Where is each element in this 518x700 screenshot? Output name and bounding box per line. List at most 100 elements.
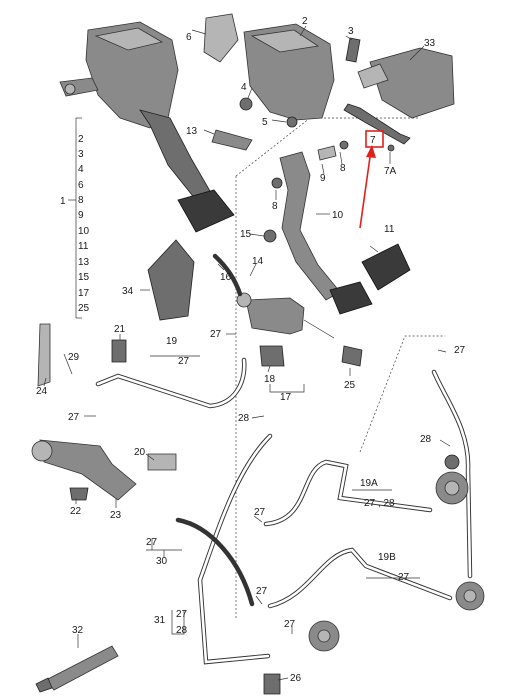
callout-28-right: 28	[420, 434, 432, 445]
list-item-9: 9	[78, 210, 84, 221]
callout-14: 14	[252, 256, 264, 267]
list-item-13: 13	[78, 257, 90, 268]
bush-8b	[271, 177, 283, 189]
callout-6: 6	[186, 32, 192, 43]
pipe-19	[95, 357, 247, 409]
list-item-11: 11	[78, 241, 89, 252]
pedal-bracket-right	[243, 23, 335, 121]
switch-lever-7	[343, 103, 411, 145]
callout-27-30: 27	[146, 537, 158, 548]
clip-26	[263, 673, 281, 695]
pedal-pad-left	[177, 189, 235, 233]
callout-27-mid: 27	[254, 507, 266, 518]
callout-21: 21	[114, 324, 126, 335]
list-item-17: 17	[78, 288, 90, 299]
callout-9: 9	[320, 173, 326, 184]
callout-25: 25	[344, 380, 356, 391]
release-bearing-mid	[455, 581, 485, 611]
callout-4: 4	[241, 82, 247, 93]
list-item-6: 6	[78, 180, 84, 191]
list-item-4: 4	[78, 164, 84, 175]
callout-8-right: 8	[340, 163, 346, 174]
callout-20: 20	[134, 447, 146, 458]
callout-1: 1	[60, 196, 66, 207]
callout-26: 26	[290, 673, 302, 684]
callout-19a: 19A	[360, 478, 378, 489]
clip-25	[341, 345, 363, 367]
callout-34: 34	[122, 286, 134, 297]
cover-34	[147, 239, 195, 321]
hose-16	[212, 253, 243, 297]
callout-28-mid: 28	[238, 413, 250, 424]
list-item-2: 2	[78, 134, 84, 145]
list-item-15: 15	[78, 272, 90, 283]
highlight-arrow-shaft	[359, 149, 372, 229]
pin-9	[317, 145, 337, 161]
callout-13: 13	[186, 126, 198, 137]
bush-8	[339, 140, 349, 150]
callout-16: 16	[220, 272, 232, 283]
nut-5	[286, 116, 298, 128]
group-frame-right	[359, 335, 445, 453]
bolt-3	[345, 37, 361, 63]
callout-31: 31	[154, 615, 166, 626]
list-item-8: 8	[78, 195, 84, 206]
pedal-bracket-left	[59, 21, 215, 206]
callout-30: 30	[156, 556, 168, 567]
callout-10: 10	[332, 210, 344, 221]
callout-11: 11	[384, 224, 395, 235]
bracket-24	[37, 323, 51, 387]
callout-3: 3	[348, 26, 354, 37]
clip-21	[111, 339, 127, 363]
callout-23: 23	[110, 510, 122, 521]
master-cylinder-17	[236, 292, 335, 339]
t-piece-20	[147, 453, 177, 471]
clutch-pedal	[279, 151, 373, 315]
pipe-30	[175, 517, 255, 607]
callout-27-lower: 27	[256, 586, 268, 597]
switch-18	[259, 345, 285, 367]
callout-18: 18	[264, 374, 276, 385]
gasket-6	[203, 13, 239, 63]
callout-2-top: 2	[302, 16, 308, 27]
screw-7a	[387, 144, 395, 152]
list-item-3: 3	[78, 149, 84, 160]
callout-33: 33	[424, 38, 436, 49]
bracket-33	[357, 47, 455, 119]
callout-5: 5	[262, 117, 268, 128]
slave-cylinder-23	[31, 439, 137, 501]
callout-27-28-a: 27 , 28	[364, 498, 395, 509]
spring-13	[211, 129, 253, 151]
stop-15	[263, 229, 277, 243]
grease-tube-32	[35, 645, 119, 693]
highlight-box-7	[365, 130, 384, 148]
callout-29: 29	[68, 352, 80, 363]
callout-27-19b: 27	[398, 572, 410, 583]
callout-7a: 7A	[384, 166, 397, 177]
callout-27-left: 27	[68, 412, 80, 423]
pedal-pad-11	[361, 243, 411, 291]
callout-27-cyl: 27	[210, 329, 222, 340]
bolt-22	[69, 487, 89, 501]
callout-19b: 19B	[378, 552, 396, 563]
callout-28-31: 28	[176, 625, 188, 636]
callout-19: 19	[166, 336, 178, 347]
callout-15: 15	[240, 229, 252, 240]
callout-8-left: 8	[272, 201, 278, 212]
callout-22: 22	[70, 506, 82, 517]
callout-17: 17	[280, 392, 292, 403]
callout-27-bottom: 27	[284, 619, 296, 630]
callout-32: 32	[72, 625, 84, 636]
release-bearing-upper	[435, 454, 469, 505]
callout-7: 7	[370, 135, 376, 146]
release-bearing-lower	[308, 620, 340, 652]
callout-27-right: 27	[454, 345, 466, 356]
nut-4	[239, 97, 253, 111]
list-item-10: 10	[78, 226, 90, 237]
callout-27-19: 27	[178, 356, 190, 367]
highlight-arrow-head	[366, 145, 376, 158]
callout-27-31: 27	[176, 609, 188, 620]
list-item-25: 25	[78, 303, 90, 314]
